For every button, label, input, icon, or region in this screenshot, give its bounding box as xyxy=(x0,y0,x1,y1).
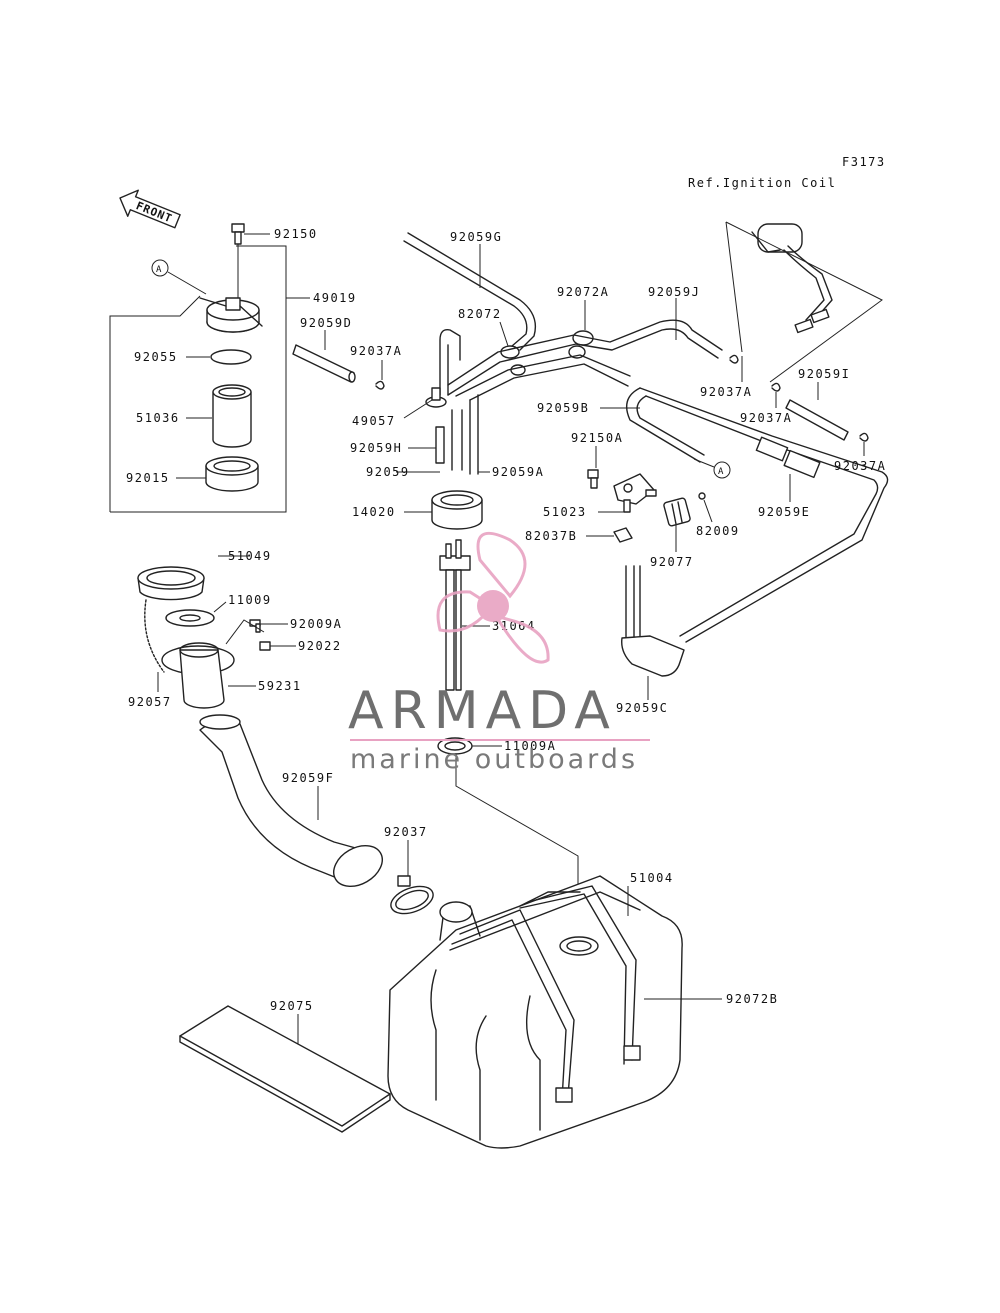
drawing-code: F3173 xyxy=(842,155,886,169)
clamp-92072a xyxy=(568,330,594,359)
watermark: ARMADA marine outboards xyxy=(348,531,650,775)
label-92037: 92037 xyxy=(384,825,428,839)
ref-marker-a-right: A xyxy=(693,458,731,479)
label-92037a-1: 92037A xyxy=(350,344,402,358)
label-51049: 51049 xyxy=(228,549,272,563)
label-92059e: 92059E xyxy=(758,505,810,519)
label-92037a-3: 92037A xyxy=(740,411,792,425)
clamp-82072 xyxy=(500,345,526,376)
cap-chain xyxy=(144,599,165,673)
label-92037a-4: 92037A xyxy=(834,459,886,473)
label-92072b: 92072B xyxy=(726,992,778,1006)
label-49019: 49019 xyxy=(313,291,357,305)
label-82072: 82072 xyxy=(458,307,502,321)
label-92077: 92077 xyxy=(650,555,694,569)
screw-82009 xyxy=(698,492,706,500)
label-92059f: 92059F xyxy=(282,771,334,785)
nut-92022 xyxy=(259,641,271,651)
filter-cap-49019 xyxy=(199,244,263,333)
label-82009: 82009 xyxy=(696,524,740,538)
nut-14020 xyxy=(431,490,483,530)
label-51004: 51004 xyxy=(630,871,674,885)
label-59231: 59231 xyxy=(258,679,302,693)
label-92055: 92055 xyxy=(134,350,178,364)
pad-92075 xyxy=(179,1005,391,1127)
hose-92059f xyxy=(199,714,383,887)
clamp-92037 xyxy=(390,875,434,915)
hose-92059c xyxy=(621,565,685,677)
pickup-31064 xyxy=(439,539,471,691)
bolt-92150a xyxy=(587,469,599,489)
label-31064: 31064 xyxy=(492,619,536,633)
clip-92037a-4 xyxy=(859,432,869,442)
label-51023: 51023 xyxy=(543,505,587,519)
hose-92059h xyxy=(435,426,445,464)
filter-assembly-bracket xyxy=(109,245,287,513)
fuel-tap-51023 xyxy=(613,473,657,513)
label-82037b: 82037B xyxy=(525,529,577,543)
fuel-tank-51004 xyxy=(387,875,683,1149)
ring-nut-92015 xyxy=(205,456,259,492)
filter-element-51036 xyxy=(212,384,252,448)
ignition-coil xyxy=(751,223,833,334)
svg-text:A: A xyxy=(718,467,724,477)
label-92037a-2: 92037A xyxy=(700,385,752,399)
label-92059i: 92059I xyxy=(798,367,850,381)
filler-neck-59231 xyxy=(161,642,235,709)
hose-92059i xyxy=(785,399,849,441)
knob-92077 xyxy=(663,497,691,527)
watermark-tagline: marine outboards xyxy=(350,744,638,775)
svg-text:A: A xyxy=(156,265,162,275)
clip-82037b xyxy=(613,527,633,543)
propeller-logo-icon xyxy=(436,531,550,664)
label-92059h: 92059H xyxy=(350,441,402,455)
hose-92059d xyxy=(292,344,356,383)
label-92059g: 92059G xyxy=(450,230,502,244)
label-92057: 92057 xyxy=(128,695,172,709)
label-92072a: 92072A xyxy=(557,285,609,299)
label-92059c: 92059C xyxy=(616,701,668,715)
label-92150: 92150 xyxy=(274,227,318,241)
label-14020: 14020 xyxy=(352,505,396,519)
label-11009: 11009 xyxy=(228,593,272,607)
label-92059: 92059 xyxy=(366,465,410,479)
screw-leader xyxy=(225,619,265,645)
label-92059a: 92059A xyxy=(492,465,544,479)
filler-cap-51049 xyxy=(137,566,205,601)
label-92009a: 92009A xyxy=(290,617,342,631)
ref-ignition-coil-note: Ref.Ignition Coil xyxy=(688,176,836,190)
watermark-brand: ARMADA xyxy=(348,681,617,741)
label-92075: 92075 xyxy=(270,999,314,1013)
label-49057: 49057 xyxy=(352,414,396,428)
label-92059j: 92059J xyxy=(648,285,700,299)
bolt-92150 xyxy=(231,223,270,245)
screw-92009a xyxy=(249,619,261,633)
label-92022: 92022 xyxy=(298,639,342,653)
clip-92037a-3 xyxy=(771,382,781,392)
gasket-11009 xyxy=(165,609,215,627)
front-label: FRONT xyxy=(134,199,174,225)
hose-92059g xyxy=(403,232,537,351)
ref-marker-a-left: A xyxy=(151,259,207,295)
straps-92072b xyxy=(451,885,641,1103)
hose-92059b xyxy=(626,387,889,643)
ignition-bracket xyxy=(725,221,883,383)
label-92059d: 92059D xyxy=(300,316,352,330)
clip-92037a-2 xyxy=(729,354,739,364)
hose-bundle xyxy=(439,319,723,475)
label-51036: 51036 xyxy=(136,411,180,425)
clip-92037a-1 xyxy=(375,380,385,390)
label-11009a: 11009A xyxy=(504,739,556,753)
label-92015: 92015 xyxy=(126,471,170,485)
oring-92055 xyxy=(210,349,252,365)
label-92059b: 92059B xyxy=(537,401,589,415)
label-92150a: 92150A xyxy=(571,431,623,445)
fitting-49057 xyxy=(425,387,447,408)
front-arrow-icon: FRONT xyxy=(119,189,181,229)
